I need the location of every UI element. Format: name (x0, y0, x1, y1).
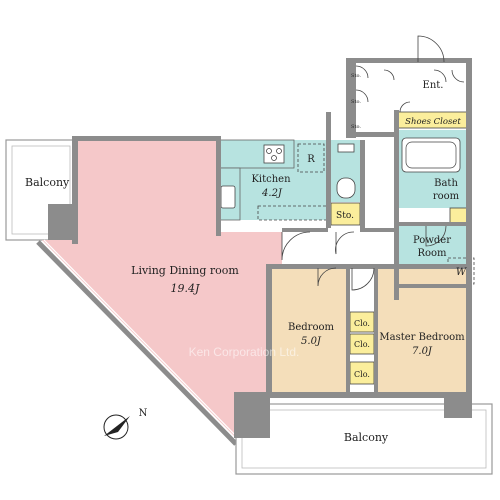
bedroom-label: Bedroom (288, 322, 334, 333)
balcony-left-label: Balcony (25, 176, 70, 189)
left-balcony (5, 139, 77, 241)
bath-label-line1: Bath (434, 178, 458, 189)
balcony-bottom-label: Balcony (344, 431, 389, 444)
shoes-closet-label: Shoes Closet (405, 117, 461, 127)
shelf-label-2: Sto. (351, 99, 361, 105)
shelf-label-3: Sto. (351, 124, 361, 130)
living-room-size: 19.4J (171, 282, 200, 295)
closet-label-2: Clo. (354, 340, 370, 349)
door-swings (281, 35, 465, 291)
fridge-label: R (307, 154, 315, 165)
sink-icon (220, 185, 236, 209)
entrance (398, 62, 468, 112)
washer-label: W (456, 267, 467, 278)
closet-label-1: Clo. (354, 319, 370, 328)
living-room-label: Living Dining room (131, 264, 239, 277)
diagonal-exterior-wall (36, 239, 241, 446)
bathtub-icon (401, 137, 461, 173)
kitchen-size: 4.2J (261, 188, 283, 199)
master-bedroom-size: 7.0J (412, 346, 433, 357)
walls (72, 58, 472, 438)
powder-label-line2: Room (417, 248, 447, 259)
shelf-label-1: Sto. (351, 73, 361, 79)
master-bedroom (376, 268, 468, 396)
kitchen-fixtures (217, 139, 329, 221)
kitchen-label: Kitchen (251, 174, 291, 185)
stove-icon (263, 144, 285, 164)
living-dining-room (42, 140, 282, 436)
toilet-icon (336, 143, 356, 199)
entrance-label: Ent. (423, 80, 444, 91)
storage-label: Sto. (336, 211, 354, 221)
watermark: Ken Corporation Ltd. (189, 345, 300, 359)
master-bedroom-label: Master Bedroom (379, 332, 465, 343)
closet-label-3: Clo. (354, 370, 370, 379)
compass-letter: N (139, 408, 148, 419)
fridge-space (297, 143, 325, 173)
powder-label-line1: Powder (413, 235, 451, 246)
bath-label-line2: room (433, 191, 460, 202)
compass-icon: N (103, 408, 148, 440)
bedroom-size: 5.0J (301, 336, 322, 347)
bedroom (270, 268, 348, 394)
